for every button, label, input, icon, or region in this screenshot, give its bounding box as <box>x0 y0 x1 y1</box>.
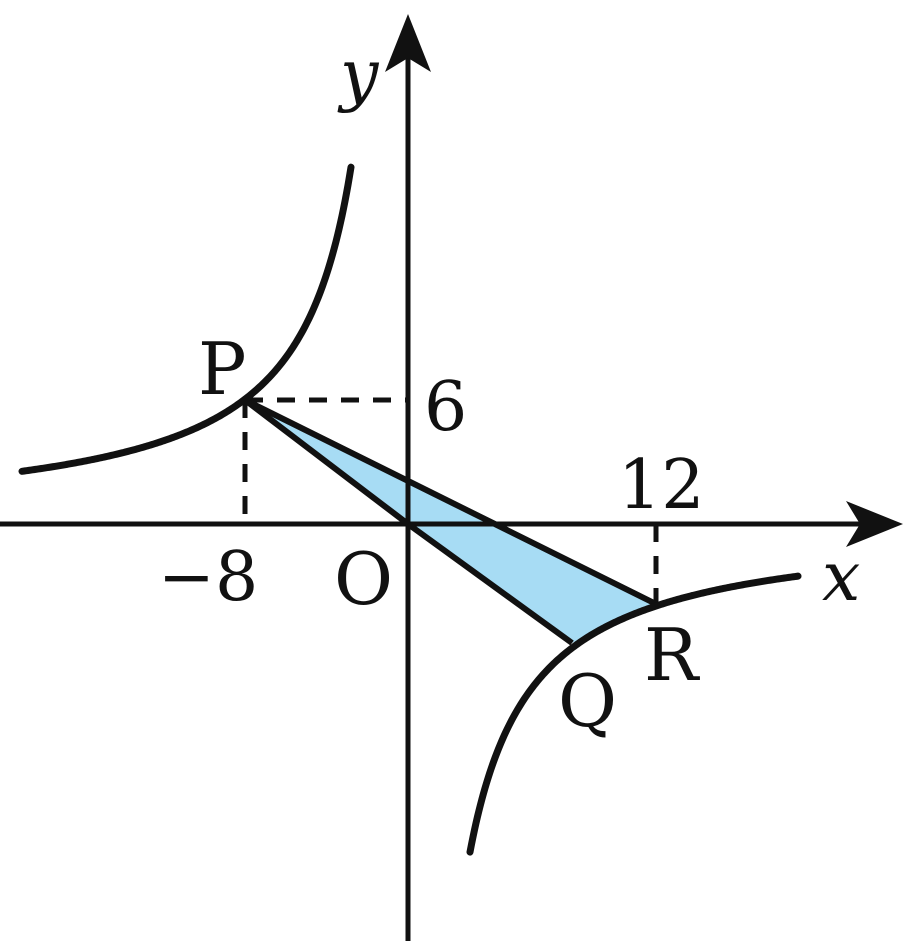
x-axis-label: x <box>822 538 860 617</box>
axes <box>0 48 870 941</box>
point-q-label: Q <box>558 659 617 743</box>
hyperbola-branch-upper-left <box>18 163 355 475</box>
point-p-label: P <box>198 327 246 411</box>
y-axis-arrowhead <box>385 14 431 72</box>
hyperbola-branch-lower-right <box>466 572 802 856</box>
origin-label: O <box>334 537 393 621</box>
x-axis-arrowhead <box>846 501 903 547</box>
tick-label-x-neg8: −8 <box>158 538 258 617</box>
tick-label-y-6: 6 <box>424 368 467 447</box>
guide-lines <box>242 397 659 604</box>
tick-label-x-12: 12 <box>618 446 705 525</box>
y-axis-label: y <box>337 36 380 115</box>
segment-pr <box>243 397 658 607</box>
segment-oq <box>406 521 574 646</box>
point-r-label: R <box>644 613 700 697</box>
triangle-edges <box>243 397 658 646</box>
segment-po <box>243 397 410 527</box>
